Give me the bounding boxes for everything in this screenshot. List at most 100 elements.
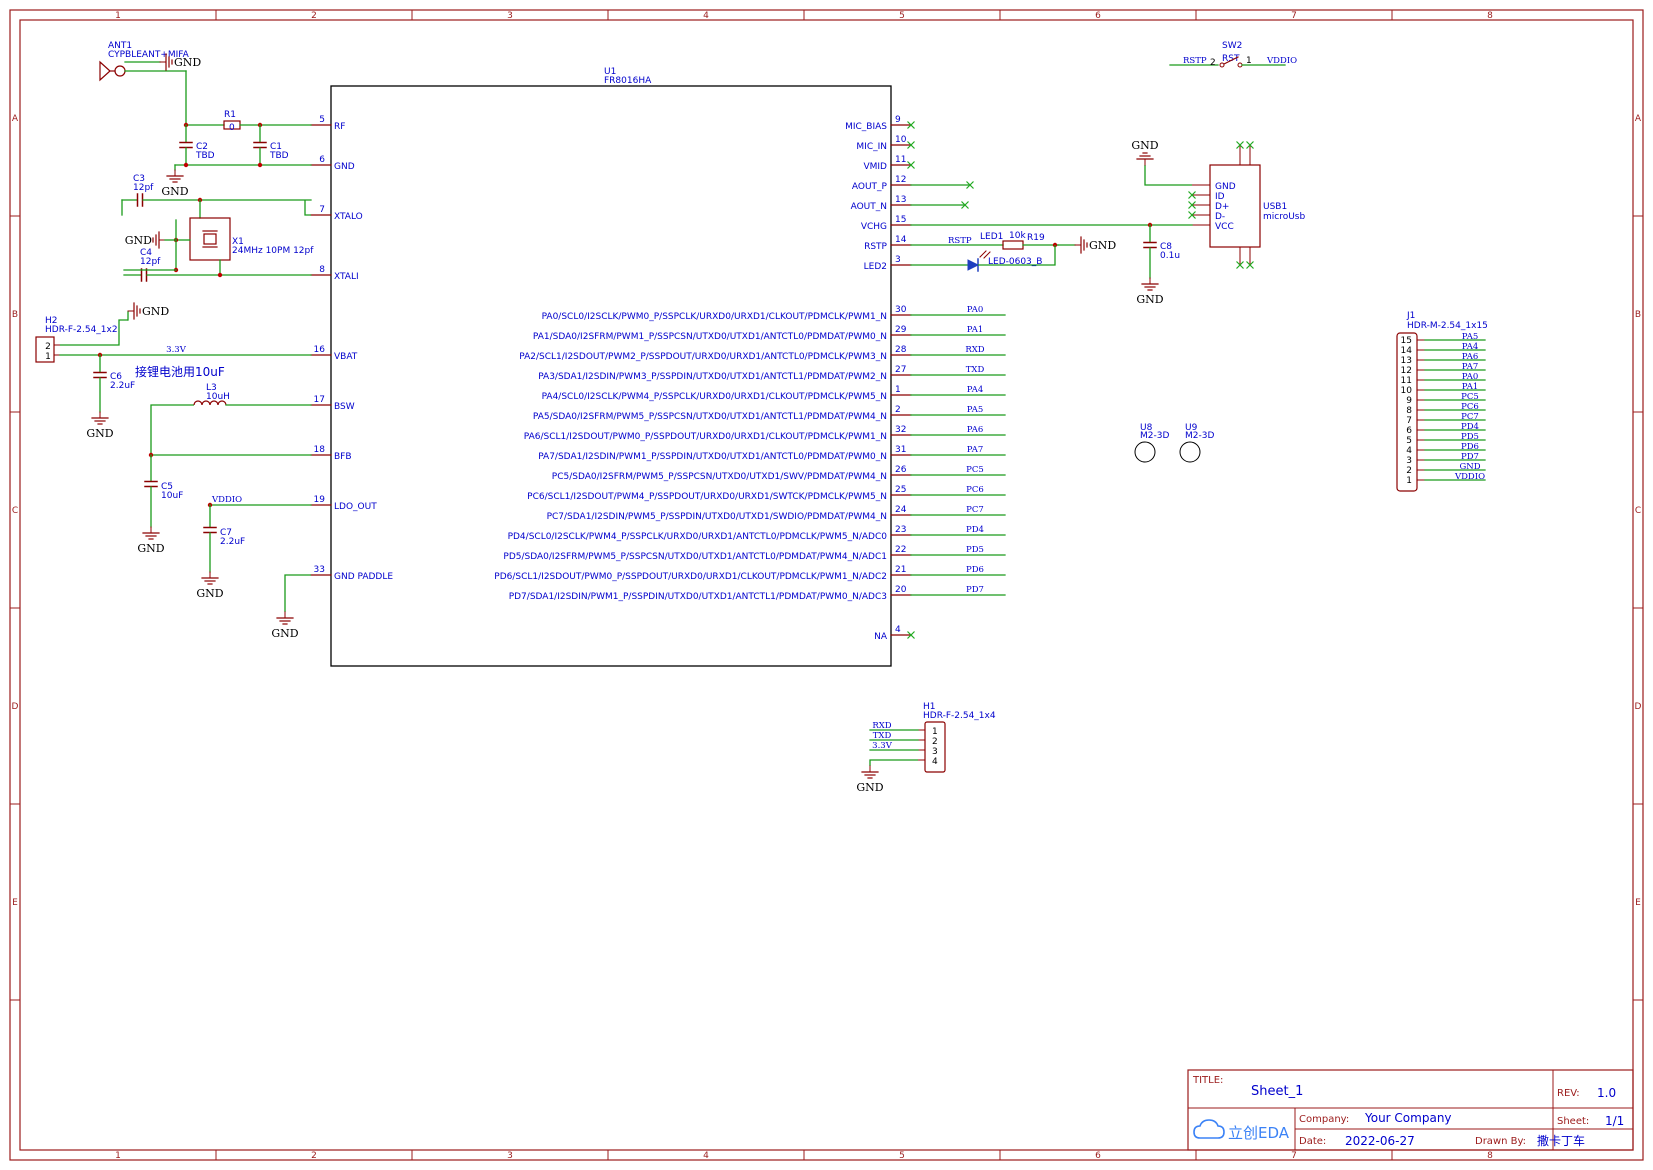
sw2-designator: SW2 <box>1222 41 1242 51</box>
net-label: PC5 <box>966 465 984 475</box>
pin-name: PA3/SDA1/I2SDIN/PWM3_P/SSPDIN/UTXD0/UTXD… <box>538 372 887 382</box>
wire <box>284 574 311 612</box>
j1-pin-number: 2 <box>1406 466 1412 476</box>
pin-name: PA5/SDA0/I2SFRM/PWM5_P/SSPCSN/UTXD0/UTXD… <box>533 412 887 422</box>
antenna-icon <box>99 60 111 82</box>
switch-lever <box>1223 56 1239 65</box>
pin-name: BSW <box>334 402 355 412</box>
company-value: Your Company <box>1364 1111 1452 1125</box>
j1-pin-number: 13 <box>1401 356 1412 366</box>
no-connect-mark <box>966 181 974 189</box>
r19-value: 10k <box>1009 231 1026 241</box>
u8-designator: U8 <box>1140 423 1153 433</box>
net-label: VDDIO <box>1454 472 1485 482</box>
pin-number: 14 <box>895 235 907 245</box>
net-label: 3.3V <box>872 741 893 751</box>
j1-pin-number: 11 <box>1401 376 1412 386</box>
r19-resistor <box>1002 240 1024 250</box>
title-label: TITLE: <box>1192 1075 1223 1086</box>
net-label: PA0 <box>967 305 984 315</box>
pin-name: PD5/SDA0/I2SFRM/PWM5_P/SSPCSN/UTXD0/UTXD… <box>503 552 887 562</box>
net-label: GND <box>1459 462 1480 472</box>
pin-name: AOUT_P <box>852 182 888 192</box>
c2-designator: C2 <box>196 142 208 152</box>
frame-row-label: A <box>1635 114 1642 124</box>
r1-designator: R1 <box>224 110 236 120</box>
gnd-label: GND <box>1136 293 1163 306</box>
pin-number: 9 <box>895 115 901 125</box>
pin-number: 7 <box>319 205 325 215</box>
no-connect-mark <box>907 631 915 639</box>
usb1-pin-name: VCC <box>1215 222 1234 232</box>
j1-value: HDR-M-2.54_1x15 <box>1407 321 1488 331</box>
pin-name: MIC_IN <box>856 142 887 152</box>
frame-column-label: 6 <box>1095 11 1101 21</box>
net-label: RSTP <box>1183 56 1207 66</box>
pin-name: PC5/SDA0/I2SFRM/PWM5_P/SSPCSN/UTXD0/UTXD… <box>552 472 887 482</box>
u9-designator: U9 <box>1185 423 1198 433</box>
frame-column-label: 6 <box>1095 1151 1101 1161</box>
net-label: PC6 <box>1461 402 1479 412</box>
c3-value: 12pf <box>133 183 154 193</box>
net-label: 3.3V <box>166 345 187 355</box>
pin-name: PA1/SDA0/I2SFRM/PWM1_P/SSPCSN/UTXD0/UTXD… <box>533 332 887 342</box>
net-label: RXD <box>872 721 891 731</box>
j1-pin-number: 3 <box>1406 456 1412 466</box>
c6-designator: C6 <box>110 372 122 382</box>
net-label: PA7 <box>1462 362 1479 372</box>
usb1-pin-name: D+ <box>1215 202 1229 212</box>
pin-number: 11 <box>895 155 906 165</box>
x1-designator: X1 <box>232 237 244 247</box>
j1-pin-number: 1 <box>1406 476 1412 486</box>
c5-designator: C5 <box>161 482 173 492</box>
pin-number: 15 <box>895 215 906 225</box>
led-symbol <box>983 251 991 259</box>
pin-name: XTALO <box>334 212 363 222</box>
net-label: PC7 <box>966 505 984 515</box>
pin-number: 29 <box>895 325 907 335</box>
net-label: TXD <box>873 731 892 741</box>
c8-value: 0.1u <box>1160 251 1180 261</box>
h1-pin-number: 1 <box>932 727 938 737</box>
c1-designator: C1 <box>270 142 282 152</box>
drawn-by-label: Drawn By: <box>1475 1136 1526 1147</box>
h2-designator: H2 <box>45 316 58 326</box>
frame-column-label: 4 <box>703 1151 709 1161</box>
pin-number: 3 <box>895 255 901 265</box>
c5-value: 10uF <box>161 491 183 501</box>
title-block <box>1187 1069 1634 1151</box>
pin-name: PA0/SCL0/I2SCLK/PWM0_P/SSPCLK/URXD0/URXD… <box>542 312 887 322</box>
crystal-icon <box>203 233 217 245</box>
pin-name: PC6/SCL1/I2SDOUT/PWM4_P/SSPDOUT/URXD0/UR… <box>527 492 887 502</box>
u1-designator: U1 <box>604 67 616 77</box>
j1-pin-number: 12 <box>1401 366 1412 376</box>
pin-number: 32 <box>895 425 906 435</box>
no-connect-mark <box>1188 211 1196 219</box>
pin-name: NA <box>874 632 888 642</box>
gnd-label: GND <box>196 587 223 600</box>
pin-name: LDO_OUT <box>334 502 377 512</box>
led-symbol <box>967 259 980 271</box>
pin-name: BFB <box>334 452 352 462</box>
c7-value: 2.2uF <box>220 537 245 547</box>
c3-designator: C3 <box>133 174 145 184</box>
gnd-label: GND <box>142 305 169 318</box>
net-label: PA6 <box>967 425 984 435</box>
pin-name: GND <box>334 162 355 172</box>
h1-body <box>924 721 946 773</box>
pin-number: 17 <box>314 395 325 405</box>
l3-designator: L3 <box>206 383 217 393</box>
rev-value: 1.0 <box>1597 1086 1616 1100</box>
j1-pin-number: 10 <box>1401 386 1413 396</box>
j1-body <box>1396 332 1418 492</box>
j1-pin-number: 4 <box>1406 446 1412 456</box>
net-label: PD7 <box>1461 452 1479 462</box>
antenna-icon <box>114 65 126 77</box>
no-connect-mark <box>961 201 969 209</box>
wire <box>869 759 918 766</box>
frame-column-label: 3 <box>507 1151 513 1161</box>
pin-number: 5 <box>319 115 325 125</box>
pin-name: LED2 <box>864 262 887 272</box>
no-connect-mark <box>1188 191 1196 199</box>
ant1-value: CYPBLEANT+MIFA <box>108 50 190 60</box>
